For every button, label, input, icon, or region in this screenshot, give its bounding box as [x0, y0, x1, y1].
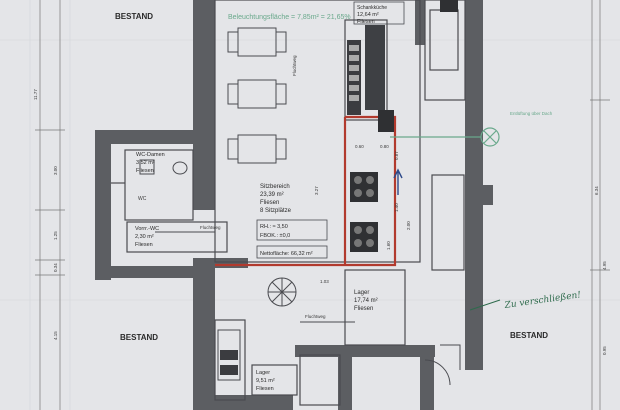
dim-mid-6: 2.00 — [406, 221, 411, 230]
label-fluchtweg-1: Fluchtweg — [200, 225, 221, 230]
label-kitchen: Schankküche — [357, 5, 387, 11]
dim-mid-3: 0.60 — [355, 144, 364, 149]
label-lager-1: Lager — [354, 290, 369, 296]
escape-arrow — [155, 231, 355, 323]
netto-box — [256, 245, 328, 259]
dimension-left — [35, 0, 65, 410]
toilet-icon — [172, 161, 188, 175]
label-kitchen-area: 12,64 m² — [357, 12, 379, 18]
spiral-stair — [267, 277, 297, 307]
kitchen-label-box — [353, 1, 405, 25]
label-vorr-wc-floor: Fliesen — [135, 242, 153, 248]
kitchen-counter — [347, 25, 385, 115]
dim-right-2: 4.95 — [602, 261, 607, 270]
right-counter — [431, 174, 465, 271]
dim-left-3: 1.25 — [53, 231, 58, 240]
dim-right-3: 0.95 — [602, 346, 607, 355]
label-entlueftung: Entlüftung über Dach — [510, 111, 553, 116]
stove-bottom — [350, 222, 378, 252]
table-1 — [227, 27, 287, 57]
kitchen-arrow — [393, 168, 403, 195]
label-wc-code: WC — [138, 196, 147, 202]
table-3 — [227, 134, 287, 164]
dim-left-1: 11.77 — [33, 89, 38, 100]
label-bestand-bottom-right: BESTAND — [510, 331, 548, 340]
dim-left-5: 4.15 — [53, 331, 58, 340]
stove-top — [350, 172, 378, 202]
label-bestand-top-left: BESTAND — [115, 12, 153, 21]
label-vorr-wc: Vorrr.-WC — [135, 226, 159, 232]
label-bestand-bottom-left: BESTAND — [120, 333, 158, 342]
label-vorr-wc-area: 2,30 m² — [135, 234, 154, 240]
label-sitzbereich: Sitzbereich — [260, 184, 290, 190]
sink — [378, 110, 394, 132]
label-lager-2-floor: Fliesen — [256, 386, 274, 392]
washbasin-icon — [139, 159, 155, 175]
dim-left-2: 3.00 — [53, 166, 58, 175]
label-sitzbereich-area: 23,39 m² — [260, 192, 284, 198]
dim-right-1: 6.34 — [594, 186, 599, 195]
label-belichtung: Beleuchtungsfläche = 7,85m² = 21,65% — [228, 14, 351, 21]
handwritten-note: Zu verschließen! — [503, 290, 582, 311]
dim-mid-7: 0.87 — [394, 151, 399, 160]
dim-mid-2: 1.03 — [320, 279, 329, 284]
label-sitzplaetze: 8 Sitzplätze — [260, 208, 292, 214]
ventilation-icon — [390, 127, 500, 147]
dim-mid-5: 1.60 — [386, 241, 391, 250]
height-box — [256, 219, 328, 241]
label-rh: RH.: ≈ 3,50 — [260, 224, 288, 230]
label-lager-1-area: 17,74 m² — [354, 298, 378, 304]
label-lager-2: Lager — [256, 370, 270, 376]
lager-shelf — [217, 329, 241, 381]
label-fbok: FBOK.: ±0,0 — [260, 233, 290, 239]
dim-mid-1: 3.27 — [314, 186, 319, 195]
door-swing — [424, 359, 451, 386]
label-wc-damen: WC-Damen — [136, 152, 165, 158]
dimension-right — [590, 0, 610, 410]
dim-mid-4: 0.80 — [380, 144, 389, 149]
partitions — [111, 0, 466, 406]
handwriting-line — [469, 299, 501, 311]
kitchen-outline — [215, 115, 397, 267]
label-lager-1-floor: Fliesen — [354, 306, 373, 312]
label-fluchtweg-2: Fluchtweg — [305, 314, 326, 319]
label-wc-damen-floor: Fliesen — [136, 168, 154, 174]
label-netto: Nettofläche: 66,32 m² — [260, 251, 313, 257]
label-fluchtweg-vertical: Fluchtweg — [292, 55, 297, 76]
door-frame — [440, 344, 461, 370]
label-lager-2-area: 9,51 m² — [256, 378, 275, 384]
label-wc-damen-area: 3,52 m² — [136, 160, 155, 166]
fridge — [440, 0, 458, 12]
label-sitzbereich-floor: Fliesen — [260, 200, 279, 206]
label-kitchen-floor: Fliesen — [357, 19, 375, 25]
dim-left-4: 0.34 — [53, 263, 58, 272]
dim-mid-8: 1.40 — [394, 203, 399, 212]
table-2 — [227, 79, 287, 109]
walls — [95, 0, 493, 410]
